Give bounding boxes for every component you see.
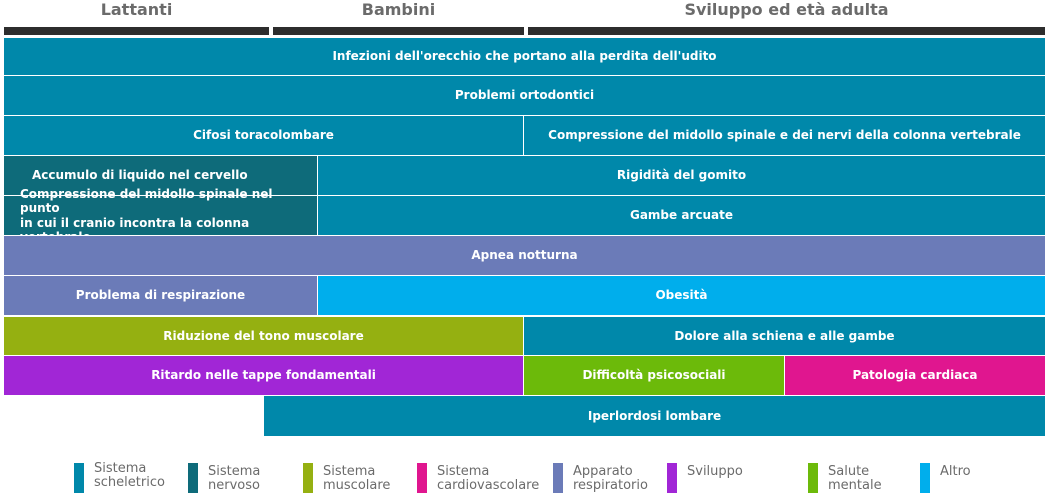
condition-spinal-compression: Compressione del midollo spinale e dei n… bbox=[524, 116, 1045, 155]
age-bar-adult bbox=[528, 27, 1045, 35]
condition-hypotonia: Riduzione del tono muscolare bbox=[4, 317, 523, 355]
condition-foramen-compression: Compressione del midollo spinale nel pun… bbox=[4, 187, 317, 244]
age-bar-infants bbox=[4, 27, 269, 35]
condition-obesity: Obesità bbox=[318, 276, 1045, 315]
legend-nervous: Sistema nervoso bbox=[188, 462, 298, 496]
legend-swatch-mental-health bbox=[808, 463, 818, 493]
legend-swatch-development bbox=[667, 463, 677, 493]
legend-skeletal: Sistema scheletrico bbox=[74, 462, 184, 496]
condition-psychosocial: Difficoltà psicosociali bbox=[524, 356, 784, 395]
age-bar-children bbox=[273, 27, 524, 35]
legend-mental-health: Salute mentale bbox=[808, 462, 908, 496]
legend-swatch-skeletal bbox=[74, 463, 84, 493]
age-label-adult: Sviluppo ed età adulta bbox=[684, 0, 889, 19]
condition-bowed-legs: Gambe arcuate bbox=[318, 196, 1045, 235]
age-label-children: Bambini bbox=[361, 0, 436, 19]
legend-swatch-nervous bbox=[188, 463, 198, 493]
condition-breathing: Problema di respirazione bbox=[4, 276, 317, 315]
legend-swatch-respiratory bbox=[553, 463, 563, 493]
condition-cardiac: Patologia cardiaca bbox=[785, 356, 1045, 395]
condition-milestones: Ritardo nelle tappe fondamentali bbox=[4, 356, 523, 395]
condition-lordosis: Iperlordosi lombare bbox=[264, 396, 1045, 436]
condition-elbow: Rigidità del gomito bbox=[318, 156, 1045, 195]
legend-swatch-muscular bbox=[303, 463, 313, 493]
legend-swatch-other bbox=[920, 463, 930, 493]
condition-sleep-apnea: Apnea notturna bbox=[4, 236, 1045, 275]
condition-kyphosis: Cifosi toracolombare bbox=[4, 116, 523, 155]
legend-other: Altro bbox=[920, 462, 1010, 496]
legend-swatch-cardiovascular bbox=[417, 463, 427, 493]
condition-hydrocephalus: Accumulo di liquido nel cervello bbox=[4, 156, 317, 195]
condition-ear-infections: Infezioni dell'orecchio che portano alla… bbox=[4, 38, 1045, 75]
condition-orthodontic: Problemi ortodontici bbox=[4, 76, 1045, 115]
age-label-infants: Lattanti bbox=[100, 0, 173, 19]
legend-cardiovascular: Sistema cardiovascolare bbox=[417, 462, 545, 496]
legend-muscular: Sistema muscolare bbox=[303, 462, 413, 496]
legend-development: Sviluppo bbox=[667, 462, 777, 496]
legend-respiratory: Apparato respiratorio bbox=[553, 462, 663, 496]
condition-back-leg-pain: Dolore alla schiena e alle gambe bbox=[524, 317, 1045, 355]
